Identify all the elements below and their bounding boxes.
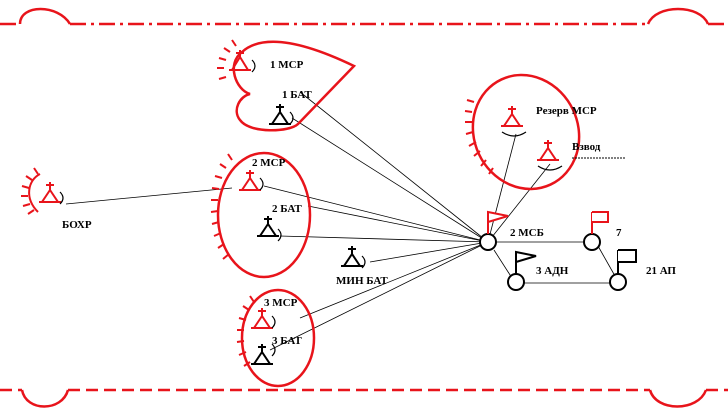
arc-mark xyxy=(361,255,366,269)
label-reserve: Резерв МСР xyxy=(536,105,597,117)
flag-black-icon xyxy=(515,250,537,264)
arc-mark xyxy=(501,131,527,137)
label-bat1: 1 БАТ xyxy=(282,89,312,101)
infantry-red-icon xyxy=(537,140,559,161)
label-adn3: 3 АДН xyxy=(536,265,569,277)
flag-black-icon xyxy=(618,249,637,263)
arc-mark xyxy=(271,343,276,357)
bohr-hatch xyxy=(21,167,41,215)
label-bat2: 2 БАТ xyxy=(272,203,302,215)
infantry-red-icon xyxy=(239,170,261,191)
unit7-post: 7 xyxy=(583,211,622,251)
infantry-black-icon xyxy=(257,216,279,237)
reserve-hatch xyxy=(464,99,494,175)
arc-mark xyxy=(277,228,282,242)
connection-lines xyxy=(65,91,616,351)
hq-circle-icon xyxy=(479,233,497,251)
arc-mark xyxy=(259,177,264,191)
flag-red-icon xyxy=(487,210,509,224)
hq-circle-icon xyxy=(507,273,525,291)
label-bohr: БОХР xyxy=(62,219,92,231)
group-1-outline xyxy=(232,40,357,132)
adn3-post: 3 АДН xyxy=(507,250,569,291)
label-bat3: 3 БАТ xyxy=(272,335,302,347)
group-3-hatch xyxy=(236,295,255,367)
group-2-hatch xyxy=(210,153,233,260)
infantry-red-icon xyxy=(501,106,523,127)
arc-mark xyxy=(271,315,276,329)
infantry-red-icon xyxy=(39,182,61,203)
infantry-black-icon xyxy=(341,246,363,267)
group-1-hatch xyxy=(217,39,237,80)
label-msr3: 3 МСР xyxy=(264,297,298,309)
arc-mark xyxy=(537,165,563,171)
top-border xyxy=(0,7,728,26)
flag-red-icon xyxy=(592,211,609,223)
reserve-outline xyxy=(471,73,581,191)
label-minbat: МИН БАТ xyxy=(336,275,388,287)
infantry-red-icon xyxy=(251,308,273,329)
hq-circle-icon xyxy=(609,273,627,291)
hq-circle-icon xyxy=(583,233,601,251)
label-unit7: 7 xyxy=(616,227,622,239)
ap21-post: 21 АП xyxy=(609,249,676,291)
infantry-black-icon xyxy=(251,344,273,365)
label-msr1: 1 МСР xyxy=(270,59,304,71)
group-2-outline xyxy=(216,151,312,279)
label-msr2: 2 МСР xyxy=(252,157,286,169)
arc-mark xyxy=(251,59,256,73)
label-msb2: 2 МСБ xyxy=(510,227,544,239)
bottom-border xyxy=(0,388,728,408)
arc-mark xyxy=(59,191,64,205)
msb2-post: 2 МСБ xyxy=(479,210,544,251)
infantry-red-icon xyxy=(229,50,251,71)
label-platoon: Взвод xyxy=(572,141,601,153)
arc-mark xyxy=(289,111,294,125)
group-3-outline xyxy=(240,288,316,388)
infantry-black-icon xyxy=(269,104,291,125)
label-ap21: 21 АП xyxy=(646,265,676,277)
